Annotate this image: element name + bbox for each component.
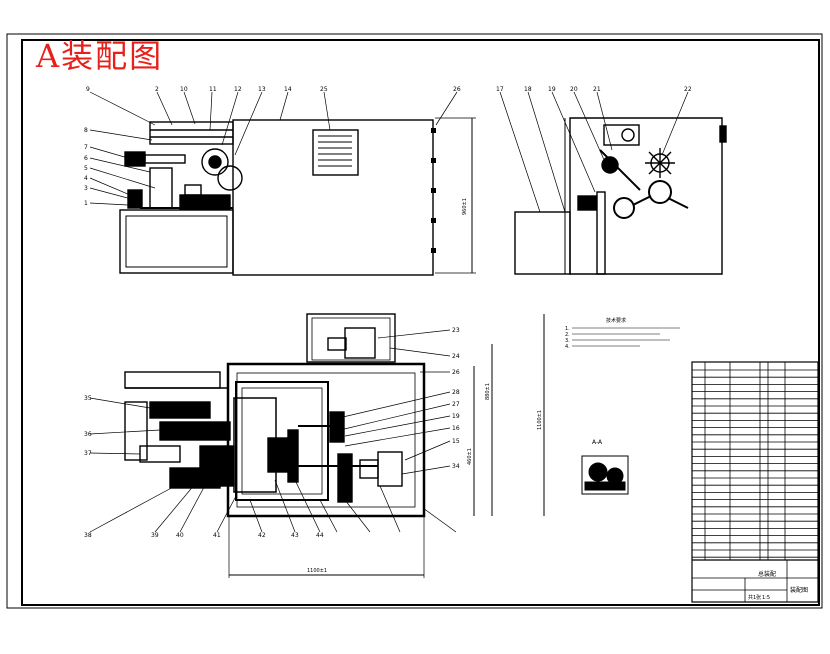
balloon-label: 8 [84, 127, 88, 134]
balloon-label: 2 [155, 86, 159, 93]
top-left-balloon-labels: 9 2 10 11 12 13 14 25 26 8 7 6 5 4 3 1 9… [84, 86, 468, 215]
outer-frame [6, 33, 823, 609]
balloon-label: 23 [452, 327, 460, 334]
balloon-label: 40 [176, 532, 184, 539]
top-right-balloon-labels: 17 18 19 20 21 22 [496, 86, 692, 93]
dimension-top-height: 960±1 [462, 198, 468, 215]
balloon-label: 6 [84, 155, 88, 162]
balloon-label: 21 [593, 86, 601, 93]
parts-list-rows [692, 369, 818, 558]
scale: 1:5 [762, 595, 770, 601]
balloon-label: 7 [84, 144, 88, 151]
balloon-label: 4 [84, 175, 88, 182]
balloon-label: 27 [452, 401, 460, 408]
plan-view-balloon-labels: 23 24 26 28 27 19 16 15 34 35 36 37 38 3… [84, 327, 543, 574]
top-right-leaders [499, 91, 689, 213]
note-line: 4. [565, 344, 570, 350]
balloon-label: 34 [452, 463, 460, 470]
note-line: 3. [565, 338, 570, 344]
dimension-bottom-height-mid: 880±1 [485, 383, 491, 400]
balloon-label: 26 [452, 369, 460, 376]
balloon-label: 16 [452, 425, 460, 432]
side-view [514, 117, 727, 275]
balloon-label: 43 [291, 532, 299, 539]
balloon-label: 25 [320, 86, 328, 93]
balloon-label: 3 [84, 185, 88, 192]
balloon-label: 19 [548, 86, 556, 93]
front-view [119, 117, 476, 276]
title-block: 总装配 装配图 1:5 共1张 [691, 361, 819, 603]
balloon-label: 38 [84, 532, 92, 539]
balloon-label: 35 [84, 395, 92, 402]
dimension-bottom-width: 1100±1 [307, 568, 327, 574]
note-line: 2. [565, 332, 570, 338]
balloon-label: 24 [452, 353, 460, 360]
technical-notes: 技术要求 1. 2. 3. 4. [565, 317, 680, 350]
balloon-label: 18 [524, 86, 532, 93]
note-line: 1. [565, 326, 570, 332]
part-name: 总装配 [758, 570, 776, 578]
plan-view [124, 313, 545, 578]
inner-frame [21, 39, 820, 606]
section-a-a: A-A [581, 439, 629, 495]
balloon-label: 39 [151, 532, 159, 539]
notes-title: 技术要求 [606, 317, 626, 324]
balloon-label: 15 [452, 438, 460, 445]
balloon-label: 36 [84, 431, 92, 438]
dimension-bottom-height-outer: 1100±1 [537, 410, 543, 430]
drawing-name: 装配图 [790, 586, 808, 594]
balloon-label: 12 [234, 86, 242, 93]
balloon-label: 5 [84, 165, 88, 172]
balloon-label: 26 [453, 86, 461, 93]
balloon-label: 20 [570, 86, 578, 93]
balloon-label: 1 [84, 200, 88, 207]
balloon-label: 44 [316, 532, 324, 539]
balloon-label: 17 [496, 86, 504, 93]
balloon-label: 9 [86, 86, 90, 93]
plan-view-leaders [89, 329, 457, 533]
balloon-label: 13 [258, 86, 266, 93]
balloon-label: 28 [452, 389, 460, 396]
balloon-label: 22 [684, 86, 692, 93]
section-label: A-A [592, 439, 603, 446]
balloon-label: 41 [213, 532, 221, 539]
balloon-label: 37 [84, 450, 92, 457]
dimension-bottom-height-inner: 460±1 [467, 448, 473, 465]
balloon-label: 14 [284, 86, 292, 93]
drawing-title: A装配图 [36, 37, 164, 75]
balloon-label: 42 [258, 532, 266, 539]
balloon-label: 11 [209, 86, 217, 93]
sheet-count: 共1张 [748, 594, 761, 601]
balloon-label: 19 [452, 413, 460, 420]
top-left-leaders [89, 91, 458, 206]
balloon-label: 10 [180, 86, 188, 93]
